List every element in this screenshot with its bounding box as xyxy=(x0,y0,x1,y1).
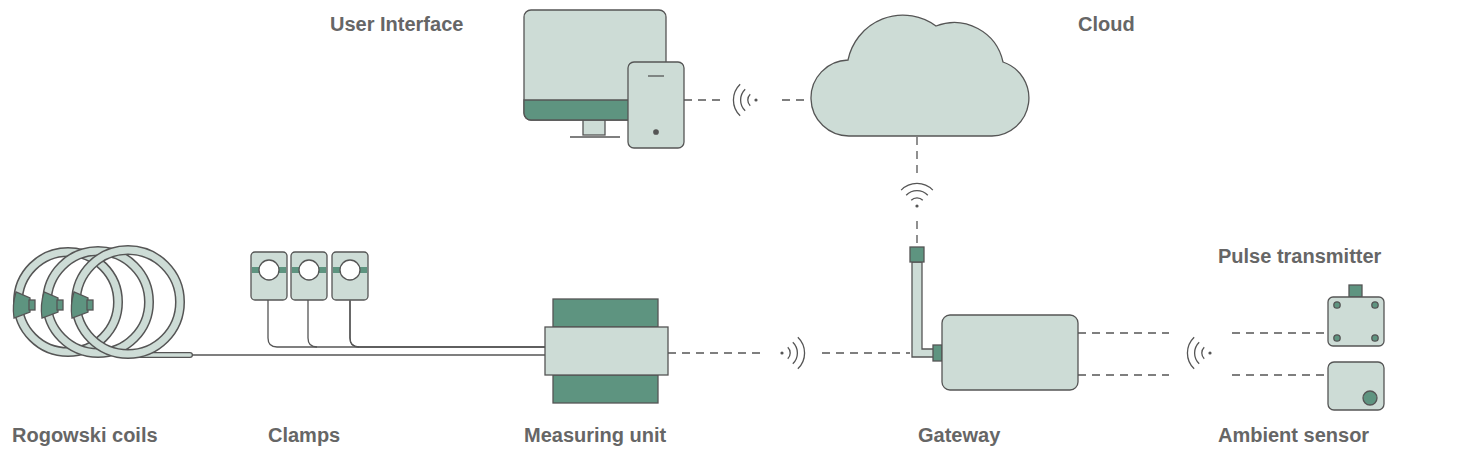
pulse-transmitter-icon xyxy=(1328,285,1384,346)
measuring-unit-node: Measuring unit xyxy=(545,299,668,403)
signal-patches xyxy=(721,80,1227,390)
ambient-sensor-node: Ambient sensor xyxy=(1328,362,1384,410)
wireless-symbol xyxy=(780,337,804,369)
gateway-icon xyxy=(910,247,1078,390)
gateway-node: Gateway xyxy=(910,245,1078,390)
wireless-symbol xyxy=(1187,337,1211,369)
measuring-unit-icon xyxy=(545,299,668,403)
wire-connector xyxy=(190,354,545,355)
user-interface-node: User Interface xyxy=(524,10,684,148)
cloud-shape xyxy=(811,15,1029,136)
wireless-symbol xyxy=(901,183,933,207)
device-label: Clamps xyxy=(268,423,340,447)
rogowski-coils-node: Rogowski coils xyxy=(10,248,192,360)
clamps-icon xyxy=(251,252,545,347)
device-label: Rogowski coils xyxy=(12,423,158,447)
phone-icon xyxy=(628,62,684,148)
wireless-symbol xyxy=(733,84,757,116)
clamps-node: Clamps xyxy=(250,251,369,301)
pulse-transmitter-node: Pulse transmitter xyxy=(1328,285,1384,346)
device-label: Cloud xyxy=(1078,12,1135,36)
wire-connector xyxy=(350,301,545,347)
device-label: Ambient sensor xyxy=(1218,423,1369,447)
ambient-sensor-icon xyxy=(1328,362,1384,410)
device-label: Pulse transmitter xyxy=(1218,244,1381,268)
rogowski-coils-icon xyxy=(13,250,190,355)
device-label: Gateway xyxy=(918,423,1000,447)
wireless-symbols xyxy=(733,84,1211,369)
cloud-node: Cloud xyxy=(808,0,1030,137)
device-label: User Interface xyxy=(330,12,463,36)
device-label: Measuring unit xyxy=(524,423,666,447)
